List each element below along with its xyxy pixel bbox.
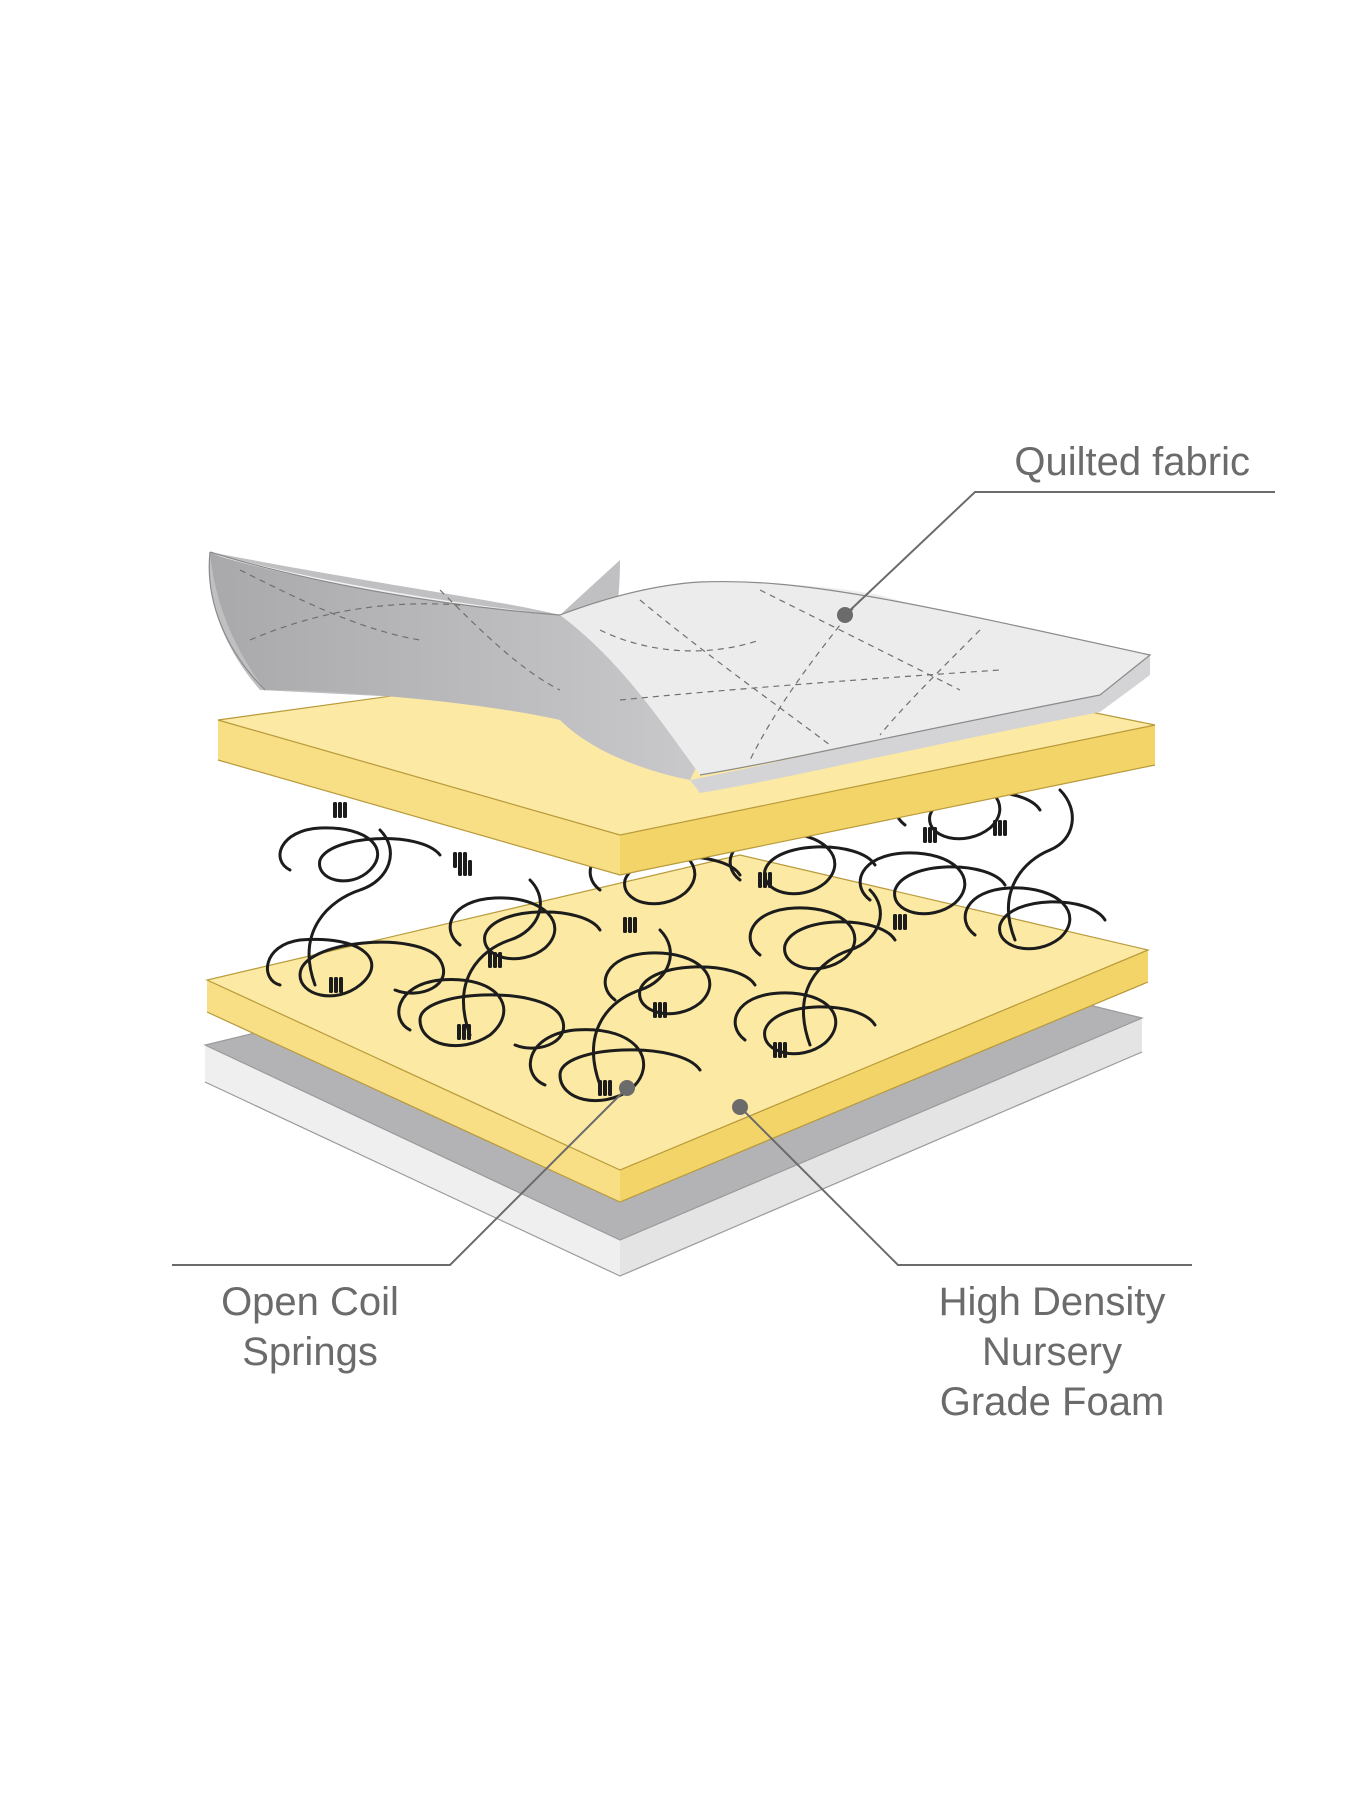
quilted-fabric-layer [208, 551, 1152, 793]
bottom-foam-layer [205, 854, 1150, 1203]
spring-clip [453, 852, 467, 868]
bottom-foam-side [620, 950, 1148, 1202]
spring-clip [923, 827, 937, 843]
base-layer-side [620, 1018, 1142, 1276]
spring-clip [993, 820, 1007, 836]
label-foam-line1: High Density [939, 1280, 1166, 1324]
foam-callout [732, 1099, 1192, 1266]
spring-clip [893, 914, 907, 930]
spring-clip [623, 917, 637, 933]
quilted-fabric-curl [210, 552, 700, 780]
bottom-foam-front [207, 980, 620, 1202]
spring-clip [333, 802, 347, 818]
upper-foam-front [218, 720, 620, 875]
label-foam-line3: Grade Foam [940, 1380, 1165, 1424]
spring-clip [598, 1080, 612, 1096]
spring-clip [329, 977, 343, 993]
quilted-fabric-callout [837, 491, 1275, 623]
spring-clip [773, 1042, 787, 1058]
spring-clip [653, 1002, 667, 1018]
spring-clip [758, 872, 772, 888]
open-coil-callout [172, 1080, 635, 1266]
label-foam-line2: Nursery [982, 1330, 1122, 1374]
label-open-coil-line2: Springs [242, 1330, 378, 1374]
spring-clip [457, 1024, 471, 1040]
spring-clip [488, 952, 502, 968]
quilted-fabric-flat [560, 581, 1150, 775]
upper-foam-side [620, 725, 1155, 875]
label-quilted-fabric: Quilted fabric [1014, 440, 1250, 484]
quilting-stitches [239, 569, 1001, 761]
label-open-coil-line1: Open Coil [221, 1280, 399, 1324]
base-layer-front [205, 1045, 620, 1276]
